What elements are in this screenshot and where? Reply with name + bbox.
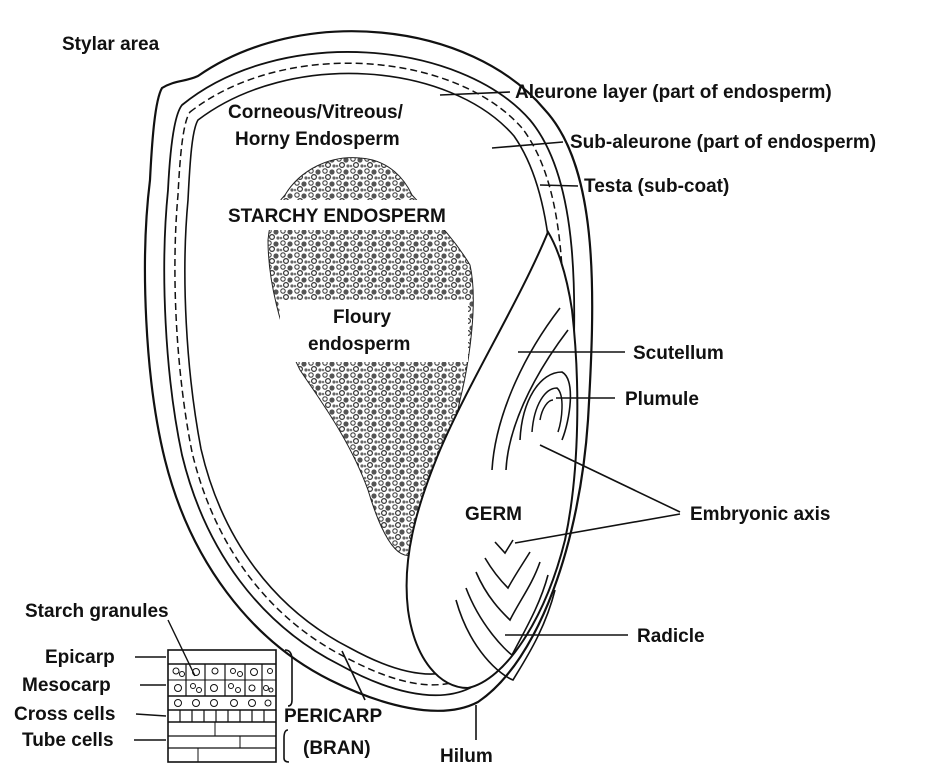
leader-testa <box>540 185 578 186</box>
label-stylar-area: Stylar area <box>62 34 160 55</box>
pericarp-bracket-bottom <box>284 730 289 762</box>
label-plumule: Plumule <box>625 389 699 410</box>
label-floury-line1: Floury <box>333 307 391 328</box>
label-corneous-line1: Corneous/Vitreous/ <box>228 102 404 123</box>
label-germ: GERM <box>465 504 522 525</box>
label-radicle: Radicle <box>637 626 705 647</box>
label-tube-cells: Tube cells <box>22 730 114 751</box>
label-starch-granules: Starch granules <box>25 601 169 622</box>
label-testa: Testa (sub-coat) <box>584 176 729 197</box>
label-corneous-line2: Horny Endosperm <box>235 129 400 150</box>
label-pericarp: PERICARP <box>284 706 383 727</box>
label-bran: (BRAN) <box>303 738 371 759</box>
label-embryonic-axis: Embryonic axis <box>690 504 830 525</box>
pericarp-layer-block <box>168 650 276 762</box>
label-epicarp: Epicarp <box>45 647 115 668</box>
label-floury-line2: endosperm <box>308 334 410 355</box>
label-cross-cells: Cross cells <box>14 704 115 725</box>
label-scutellum: Scutellum <box>633 343 724 364</box>
label-aleurone-layer: Aleurone layer (part of endosperm) <box>515 82 832 103</box>
label-starchy-endosperm: STARCHY ENDOSPERM <box>228 206 446 227</box>
leader-cross-cells <box>136 714 166 716</box>
label-sub-aleurone: Sub-aleurone (part of endosperm) <box>570 132 876 153</box>
leader-sub-aleurone <box>492 142 563 148</box>
label-mesocarp: Mesocarp <box>22 675 111 696</box>
pericarp-bracket-top <box>285 650 292 706</box>
label-hilum: Hilum <box>440 746 493 767</box>
